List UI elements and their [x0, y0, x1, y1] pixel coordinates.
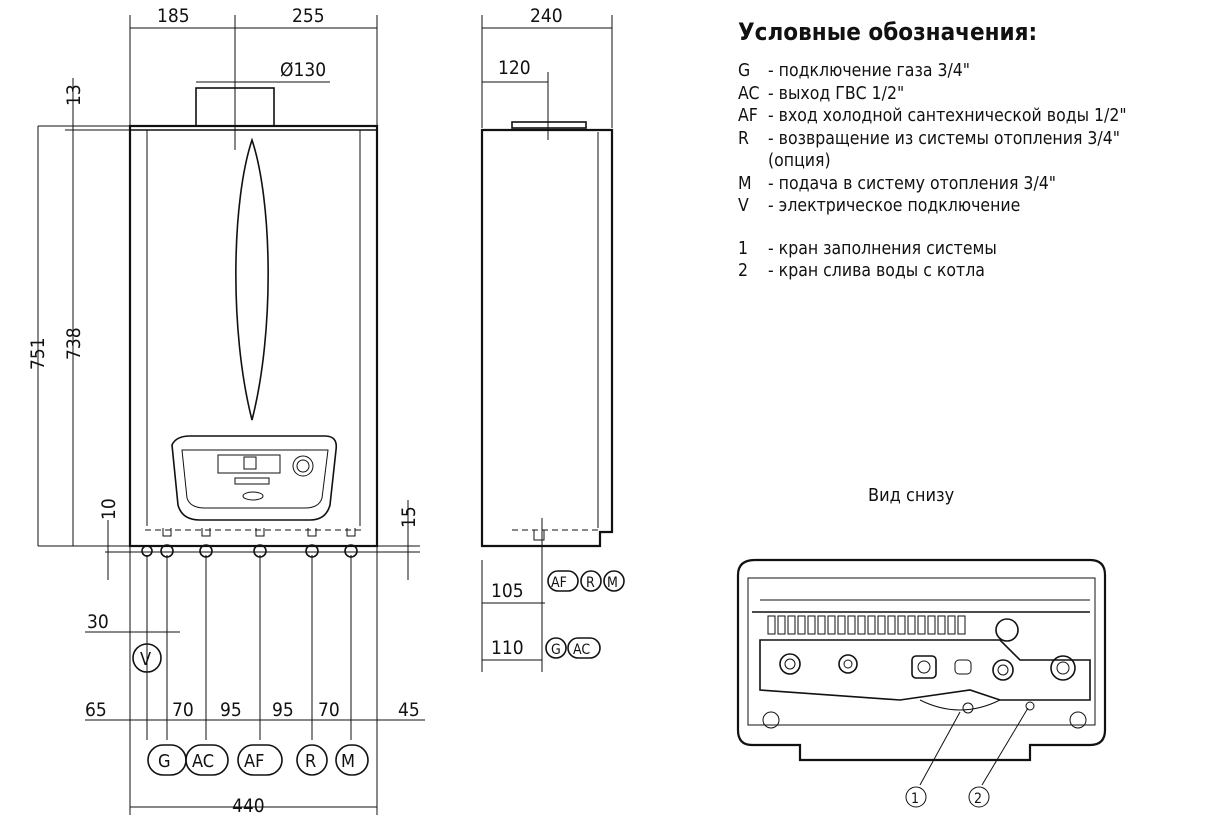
dim-width: 440 — [232, 795, 265, 817]
connection-af — [237, 744, 283, 776]
dim-height-body: 738 — [63, 327, 85, 360]
control-panel — [171, 435, 338, 521]
bottom-view: 1 2 — [736, 558, 1107, 808]
legend-numbered-item: 1 - кран заполнения системы — [738, 238, 1208, 261]
legend-title: Условные обозначения: — [738, 18, 1038, 46]
dim-top-offset: 13 — [63, 84, 85, 106]
dim-110: 110 — [491, 637, 524, 659]
legend-code: G — [738, 61, 751, 81]
label-105-af: AF — [551, 575, 567, 591]
dim-spacing-70a: 70 — [172, 699, 194, 721]
dim-spacing-65: 65 — [85, 699, 107, 721]
side-labels-110: G AC — [545, 637, 601, 659]
legend-item: M - подача в систему отопления 3/4" — [738, 173, 1208, 196]
dim-top-left: 185 — [157, 5, 190, 27]
connection-labels: G AC AF R M — [147, 744, 369, 776]
side-view: 240 120 105 AF R M 110 G AC — [480, 5, 625, 672]
boiler-body — [128, 124, 379, 548]
connection-r — [296, 744, 328, 776]
marker-2-label: 2 — [974, 791, 982, 807]
dim-flue-offset: 120 — [498, 57, 531, 79]
dim-v-offset: 30 — [87, 611, 109, 633]
side-flue — [511, 121, 587, 129]
label-110-ac: AC — [573, 642, 590, 658]
marker-1-label: 1 — [911, 791, 919, 807]
dim-bottom-right: 15 — [398, 506, 420, 528]
label-110-g: G — [551, 642, 561, 658]
legend-item: AF - вход холодной сантехнической воды 1/… — [738, 105, 1208, 128]
legend-text: - кран слива воды с котла — [768, 261, 985, 281]
marker-1 — [905, 786, 927, 808]
legend-text: - подключение газа 3/4" — [768, 61, 971, 81]
legend-code: 1 — [738, 238, 749, 259]
legend-code: AF — [738, 106, 758, 126]
front-panel-lens — [235, 137, 269, 421]
dim-top-right: 255 — [292, 5, 325, 27]
legend-code: AC — [738, 83, 760, 104]
side-body — [480, 128, 614, 548]
v-fitting — [141, 545, 153, 557]
legend-item: AC - выход ГВС 1/2" — [738, 83, 1208, 106]
dim-105: 105 — [491, 580, 524, 602]
legend-item: R - возвращение из системы отопления 3/4" — [738, 128, 1208, 151]
dim-spacing-70b: 70 — [318, 699, 340, 721]
legend: Условные обозначения: G - подключение газ… — [738, 18, 1208, 283]
label-105-r: R — [586, 575, 595, 591]
connection-g-label: G — [158, 751, 171, 772]
legend-text: - подача в систему отопления 3/4" — [768, 173, 1057, 194]
connection-m — [335, 744, 369, 776]
connection-r-label: R — [305, 751, 316, 772]
connection-ac-label: AC — [192, 751, 214, 772]
front-view: 185 255 Ø130 — [27, 5, 425, 817]
bottom-view-title: Вид снизу — [868, 485, 955, 506]
legend-code: 2 — [738, 261, 749, 281]
dim-spacing-95a: 95 — [220, 699, 242, 721]
v-label: V — [140, 649, 151, 670]
legend-numbered-item: 2 - кран слива воды с котла — [738, 260, 1208, 283]
side-labels-105: AF R M — [547, 570, 625, 592]
dim-flue-diameter: Ø130 — [280, 59, 326, 81]
legend-code — [738, 150, 768, 173]
connection-m-label: M — [341, 751, 355, 772]
legend-item: V - электрическое подключение — [738, 195, 1208, 218]
dim-height-total: 751 — [27, 337, 49, 370]
legend-item: G - подключение газа 3/4" — [738, 60, 1208, 83]
marker-2 — [968, 786, 990, 808]
v-connection-marker — [132, 643, 162, 673]
legend-code: M — [738, 173, 752, 194]
dim-spacing-45: 45 — [398, 699, 420, 721]
connection-ac — [185, 744, 229, 776]
legend-text: - кран заполнения системы — [768, 238, 997, 259]
legend-text: (опция) — [768, 151, 831, 171]
legend-text: - возвращение из системы отопления 3/4" — [768, 128, 1120, 149]
dim-bottom-left: 10 — [98, 498, 120, 520]
legend-code: R — [738, 128, 749, 149]
dim-depth: 240 — [530, 5, 563, 27]
legend-code: V — [738, 196, 749, 216]
dim-spacing-95b: 95 — [272, 699, 294, 721]
connection-af-label: AF — [244, 751, 264, 772]
legend-item: (опция) — [738, 150, 1208, 173]
legend-text: - выход ГВС 1/2" — [768, 83, 905, 104]
legend-text: - вход холодной сантехнической воды 1/2" — [768, 106, 1127, 126]
legend-text: - электрическое подключение — [768, 196, 1021, 216]
label-105-m: M — [607, 575, 618, 591]
